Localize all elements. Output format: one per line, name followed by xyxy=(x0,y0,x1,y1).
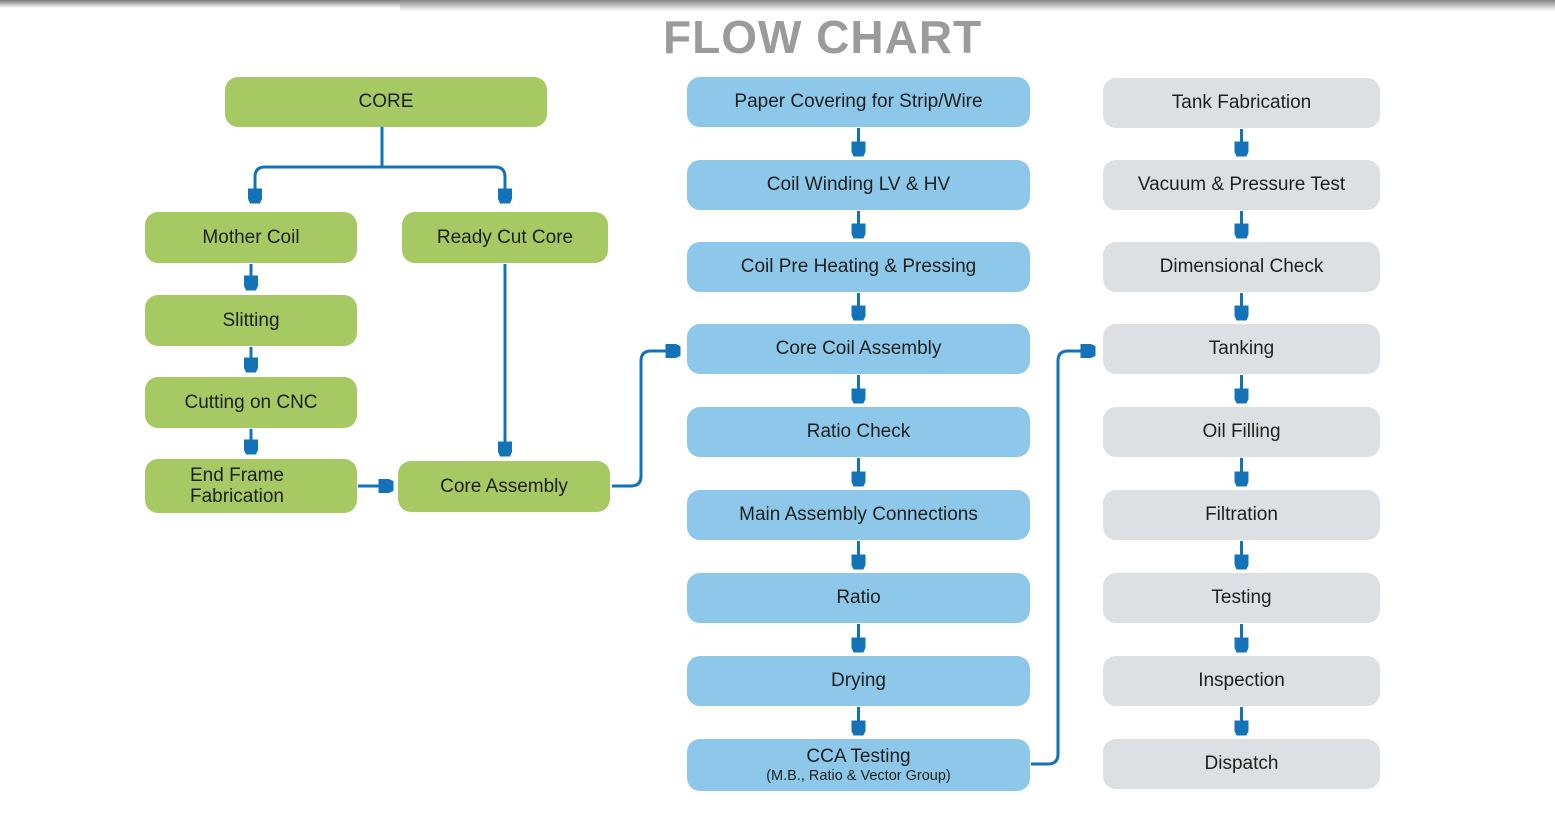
node-inspection: Inspection xyxy=(1103,656,1380,706)
node-ratio-check: Ratio Check xyxy=(687,407,1030,457)
top-shadow-left xyxy=(0,0,400,8)
node-cutting-on-cnc: Cutting on CNC xyxy=(145,377,357,428)
top-shadow-right xyxy=(400,0,1555,11)
node-coil-pre-heating: Coil Pre Heating & Pressing xyxy=(687,242,1030,292)
cca-testing-label: CCA Testing xyxy=(806,746,911,768)
node-filtration: Filtration xyxy=(1103,490,1380,540)
cca-testing-sublabel: (M.B., Ratio & Vector Group) xyxy=(766,767,951,784)
node-end-frame-fabrication: End Frame Fabrication xyxy=(145,459,357,513)
connector-core-to-ready-cut-core xyxy=(382,165,505,201)
node-ratio: Ratio xyxy=(687,573,1030,623)
node-core-assembly: Core Assembly xyxy=(398,461,610,512)
node-testing: Testing xyxy=(1103,573,1380,623)
node-mother-coil: Mother Coil xyxy=(145,212,357,263)
connector-cca-testing-to-tanking xyxy=(1031,351,1093,766)
node-coil-winding: Coil Winding LV & HV xyxy=(687,160,1030,210)
node-paper-covering: Paper Covering for Strip/Wire xyxy=(687,77,1030,127)
node-vacuum-pressure-test: Vacuum & Pressure Test xyxy=(1103,160,1380,210)
node-cca-testing: CCA Testing (M.B., Ratio & Vector Group) xyxy=(687,739,1030,791)
node-main-assembly-connections: Main Assembly Connections xyxy=(687,490,1030,540)
node-slitting: Slitting xyxy=(145,295,357,346)
node-core: CORE xyxy=(225,77,547,127)
node-tanking: Tanking xyxy=(1103,324,1380,374)
node-core-coil-assembly: Core Coil Assembly xyxy=(687,324,1030,374)
connector-core-assembly-to-core-coil-assembly xyxy=(612,351,678,488)
node-dimensional-check: Dimensional Check xyxy=(1103,242,1380,292)
node-dispatch: Dispatch xyxy=(1103,739,1380,789)
node-tank-fabrication: Tank Fabrication xyxy=(1103,78,1380,128)
node-oil-filling: Oil Filling xyxy=(1103,407,1380,457)
connector-core-to-mother-coil xyxy=(255,165,382,201)
page-title: FLOW CHART xyxy=(663,11,983,63)
node-ready-cut-core: Ready Cut Core xyxy=(402,212,608,263)
node-drying: Drying xyxy=(687,656,1030,706)
